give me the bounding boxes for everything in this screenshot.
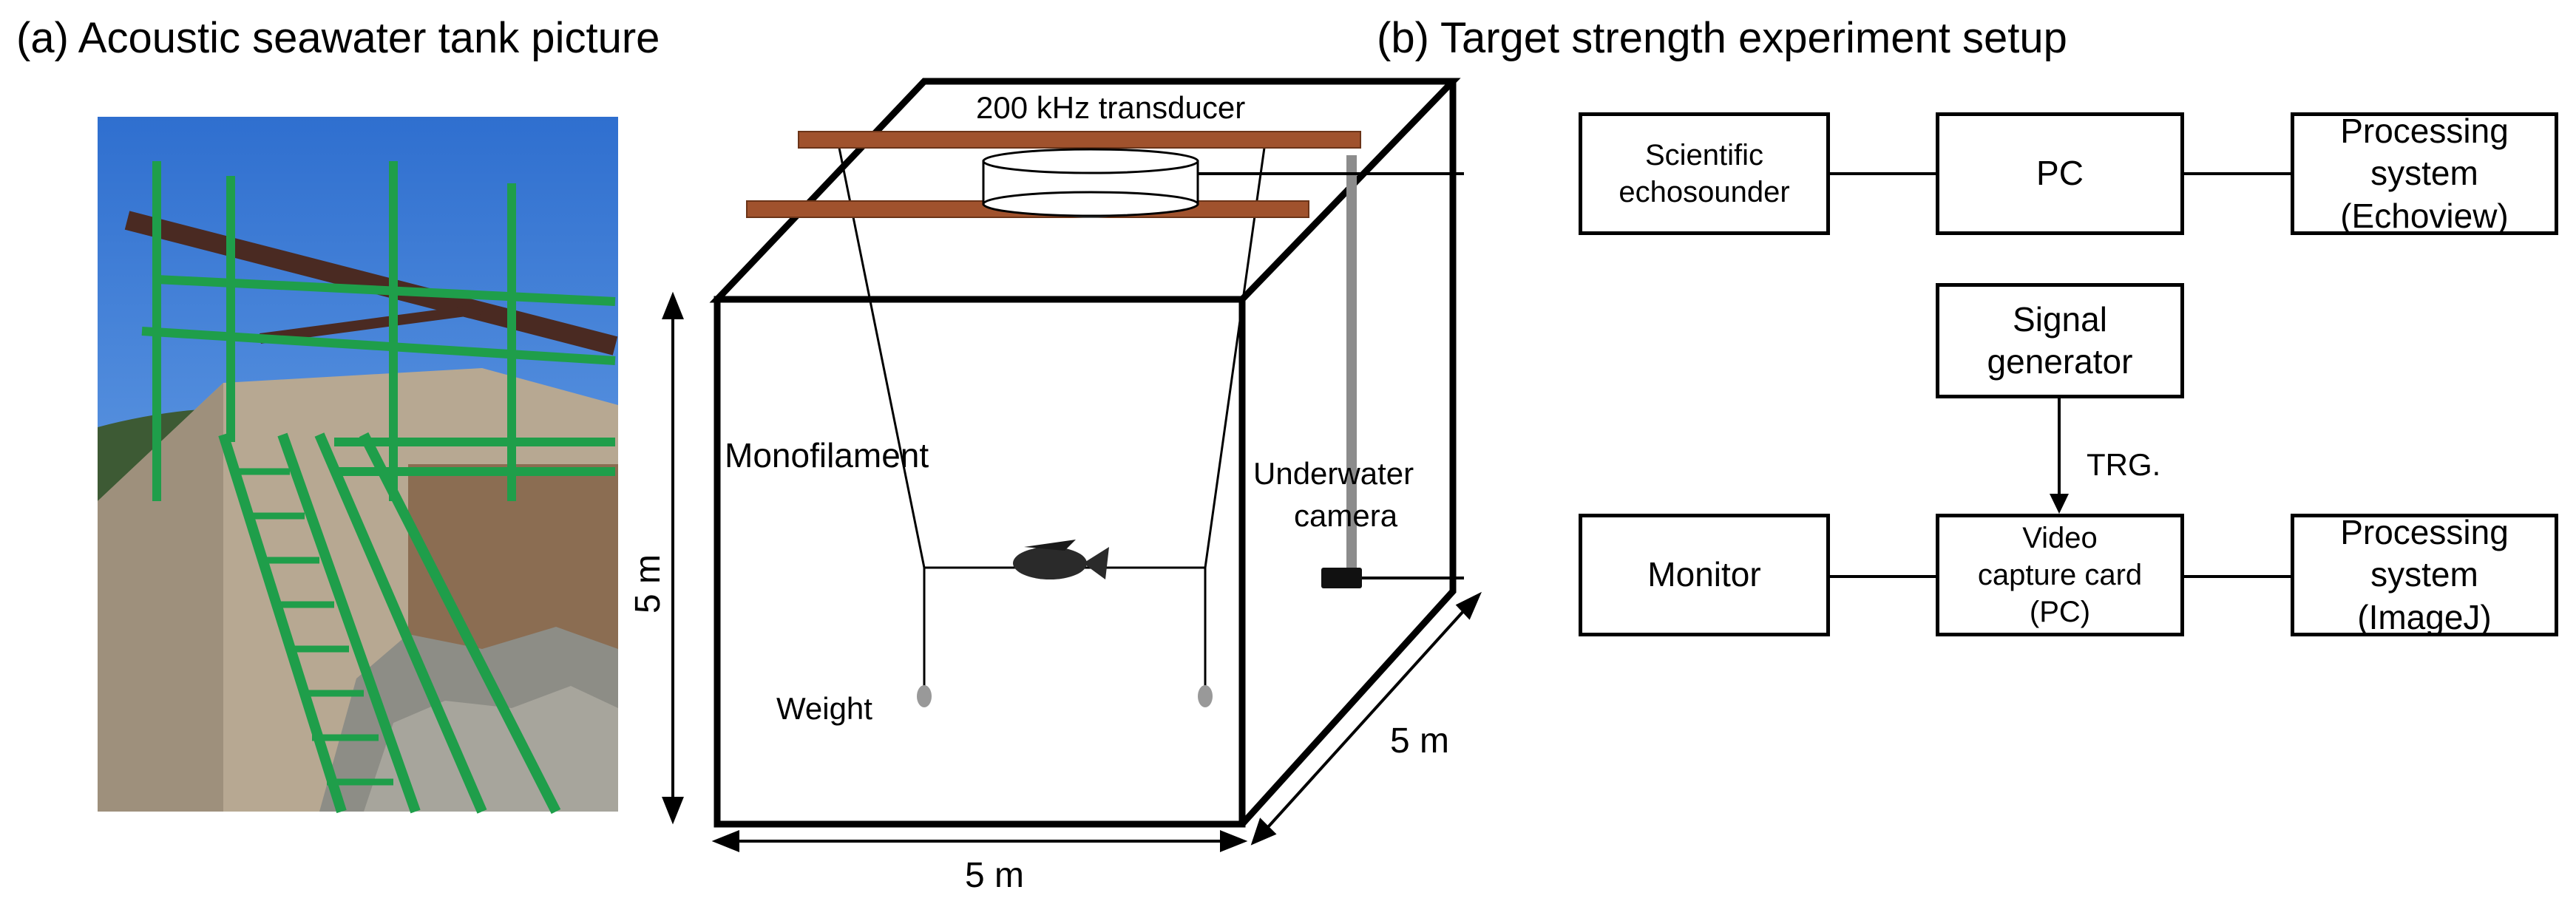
processing-imagej-block: Processing system (ImageJ) xyxy=(2291,512,2558,636)
transducer xyxy=(982,148,1199,218)
processing-imagej-line2: system xyxy=(2370,555,2478,594)
signal-generator-line1: Signal xyxy=(2013,299,2107,339)
monitor-block: Monitor xyxy=(1579,514,1830,636)
fish-target xyxy=(1013,540,1109,579)
panel-a-heading: (a) Acoustic seawater tank picture xyxy=(16,14,660,62)
monitor-label: Monitor xyxy=(1647,555,1761,594)
video-capture-line2: capture card xyxy=(1977,559,2143,591)
tank-front-face xyxy=(714,296,1246,828)
panel-b-heading: (b) Target strength experiment setup xyxy=(1377,14,2067,62)
processing-echoview-line2: system xyxy=(2370,154,2478,193)
video-capture-block: Video capture card (PC) xyxy=(1936,514,2184,636)
depth-dimension-line xyxy=(1259,601,1473,837)
weight-label: Weight xyxy=(776,691,872,726)
echosounder-block: Scientific echosounder xyxy=(1579,112,1830,235)
processing-echoview-line1: Processing xyxy=(2340,111,2509,150)
depth-dimension-label: 5 m xyxy=(1390,721,1449,761)
processing-echoview-block: Processing system (Echoview) xyxy=(2291,112,2558,235)
video-capture-line1: Video xyxy=(2022,522,2098,554)
width-dimension-label: 5 m xyxy=(965,856,1024,895)
echosounder-line2: echosounder xyxy=(1619,176,1790,208)
trg-label: TRG. xyxy=(2087,447,2161,482)
height-dimension-label: 5 m xyxy=(628,554,668,613)
monofilament-label: Monofilament xyxy=(725,436,929,475)
tank-photo xyxy=(98,117,618,815)
pc-label: PC xyxy=(2036,154,2084,193)
video-capture-line3: (PC) xyxy=(2029,596,2091,628)
signal-generator-line2: generator xyxy=(1987,342,2133,381)
processing-imagej-line1: Processing xyxy=(2340,512,2509,551)
rail-back xyxy=(798,131,1361,149)
echosounder-line1: Scientific xyxy=(1644,139,1764,171)
processing-imagej-line3: (ImageJ) xyxy=(2357,597,2492,636)
camera-label-line1: Underwater xyxy=(1253,456,1414,491)
processing-echoview-line3: (Echoview) xyxy=(2340,196,2509,235)
weight-right xyxy=(1198,685,1213,707)
underwater-camera xyxy=(1321,568,1362,588)
tank-side-edges xyxy=(1239,81,1457,827)
camera-pole xyxy=(1346,155,1357,569)
pc-block: PC xyxy=(1936,112,2184,235)
tank-diagram: 200 kHz transducer Monofilament Weight U… xyxy=(628,78,1482,895)
weight-left xyxy=(917,685,932,707)
transducer-label: 200 kHz transducer xyxy=(976,90,1245,125)
camera-label-line2: camera xyxy=(1294,498,1398,533)
signal-generator-block: Signal generator xyxy=(1936,283,2184,398)
